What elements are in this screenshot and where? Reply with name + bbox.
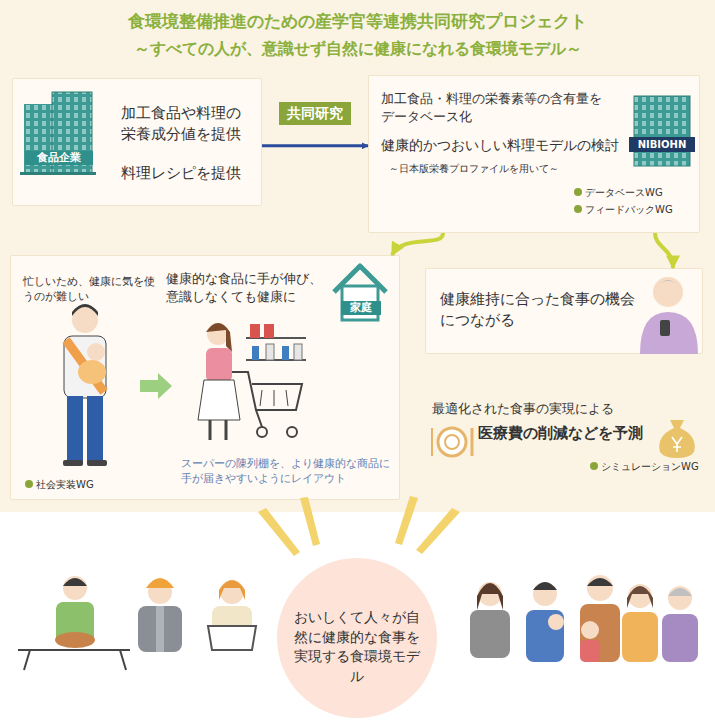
supplier-panel-text: 加工食品や料理の栄養成分値を提供 [121,103,249,145]
institute-building [634,96,690,166]
note-label-wrap: シミュレーションWG [590,460,705,474]
research-panel-text: ～日本版栄養プロファイルを用いて～ [389,162,639,176]
money-bag-icon [659,420,694,458]
note-label: 医療費の削減などを予測 [478,423,658,444]
household-panel-text-wrap: 健康的な食品に手が伸び、意識しなくても健康に [166,270,326,306]
outcome-panel-text-wrap: 健康維持に合った食事の機会につながる [440,289,635,331]
institute-icon-text-wrap: NIBIOHN [629,137,695,152]
supplier-panel-text-wrap: 加工食品や料理の栄養成分値を提供 [121,103,249,145]
flow-arrow [392,233,443,255]
supplier-panel-text-wrap: 料理レシピを提供 [121,163,256,184]
research-panel-text: フィードバックWG [574,203,699,217]
outcome-panel-text: 健康維持に合った食事の機会につながる [440,289,635,331]
research-panel-text-wrap: 加工食品・料理の栄養素等の含有量をデータベース化 [381,90,611,126]
company-icon-text-wrap: 食品企業 [25,151,93,165]
note-label: シミュレーションWG [590,460,705,474]
goal-circle: おいしくて人々が自然に健康的な食事を実現する食環境モデル [277,558,437,718]
research-panel-text: 健康的かつおいしい料理モデルの検討 [381,136,626,156]
company-building [20,92,96,175]
research-panel-text: 加工食品・料理の栄養素等の含有量をデータベース化 [381,90,611,126]
worker-figure [138,578,182,652]
elderly-person [640,277,698,354]
household-panel-text: 忙しいため、健康に気を使うのが難しい [23,274,163,305]
highlight-rays [258,496,460,556]
household-panel-text: 社会実装WG [25,478,175,492]
parent-with-baby [63,304,107,466]
house-icon-text-wrap: 家庭 [341,301,381,315]
household-panel-text-wrap: スーパーの陳列棚を、より健康的な商品に手が届きやすいようにレイアウト [181,456,393,487]
company-icon-text: 食品企業 [25,151,93,165]
supplier-panel-text: 料理レシピを提供 [121,163,256,184]
cook-figure [18,576,130,670]
research-panel-text-wrap: ～日本版栄養プロファイルを用いて～ [389,162,639,176]
note-label-wrap: 最適化された食事の実現による [432,400,692,418]
subtitle-wrap: ～すべての人が、意識せず自然に健康になれる食環境モデル～ [0,38,715,60]
office-worker-figure [208,580,256,650]
woman-figure [470,582,510,658]
family-figures [526,575,698,662]
shopper-with-cart [198,323,302,440]
edge-label: 共同研究 [279,102,351,126]
household-panel-text-wrap: 社会実装WG [25,478,175,492]
household-panel-text: 健康的な食品に手が伸び、意識しなくても健康に [166,270,326,306]
goal-circle-text: おいしくて人々が自然に健康的な食事を実現する食環境モデル [294,608,420,686]
household-panel-text-wrap: 忙しいため、健康に気を使うのが難しい [23,274,163,305]
title: 食環境整備推進のための産学官等連携共同研究プロジェクト [0,10,715,34]
note-label-wrap: 医療費の削減などを予測 [478,423,658,444]
edge-label-wrap: 共同研究 [255,102,375,126]
subtitle: ～すべての人が、意識せず自然に健康になれる食環境モデル～ [0,38,715,60]
shelves [246,324,306,360]
meal-icon [432,428,472,456]
house-icon-shape [334,266,386,320]
house-icon-text: 家庭 [341,301,381,315]
change-arrow [140,373,172,399]
flow-arrow [655,233,673,268]
research-panel-text-wrap: フィードバックWG [574,203,699,217]
note-label: 最適化された食事の実現による [432,400,692,418]
title-wrap: 食環境整備推進のための産学官等連携共同研究プロジェクト [0,10,715,34]
household-panel-text: スーパーの陳列棚を、より健康的な商品に手が届きやすいようにレイアウト [181,456,393,487]
research-panel-text-wrap: データベースWG [574,186,699,200]
goal-circle-text-wrap: おいしくて人々が自然に健康的な食事を実現する食環境モデル [294,608,420,686]
research-panel-text-wrap: 健康的かつおいしい料理モデルの検討 [381,136,626,156]
flow-arrow [262,144,368,147]
research-panel-text: データベースWG [574,186,699,200]
institute-icon-text: NIBIOHN [629,137,695,152]
